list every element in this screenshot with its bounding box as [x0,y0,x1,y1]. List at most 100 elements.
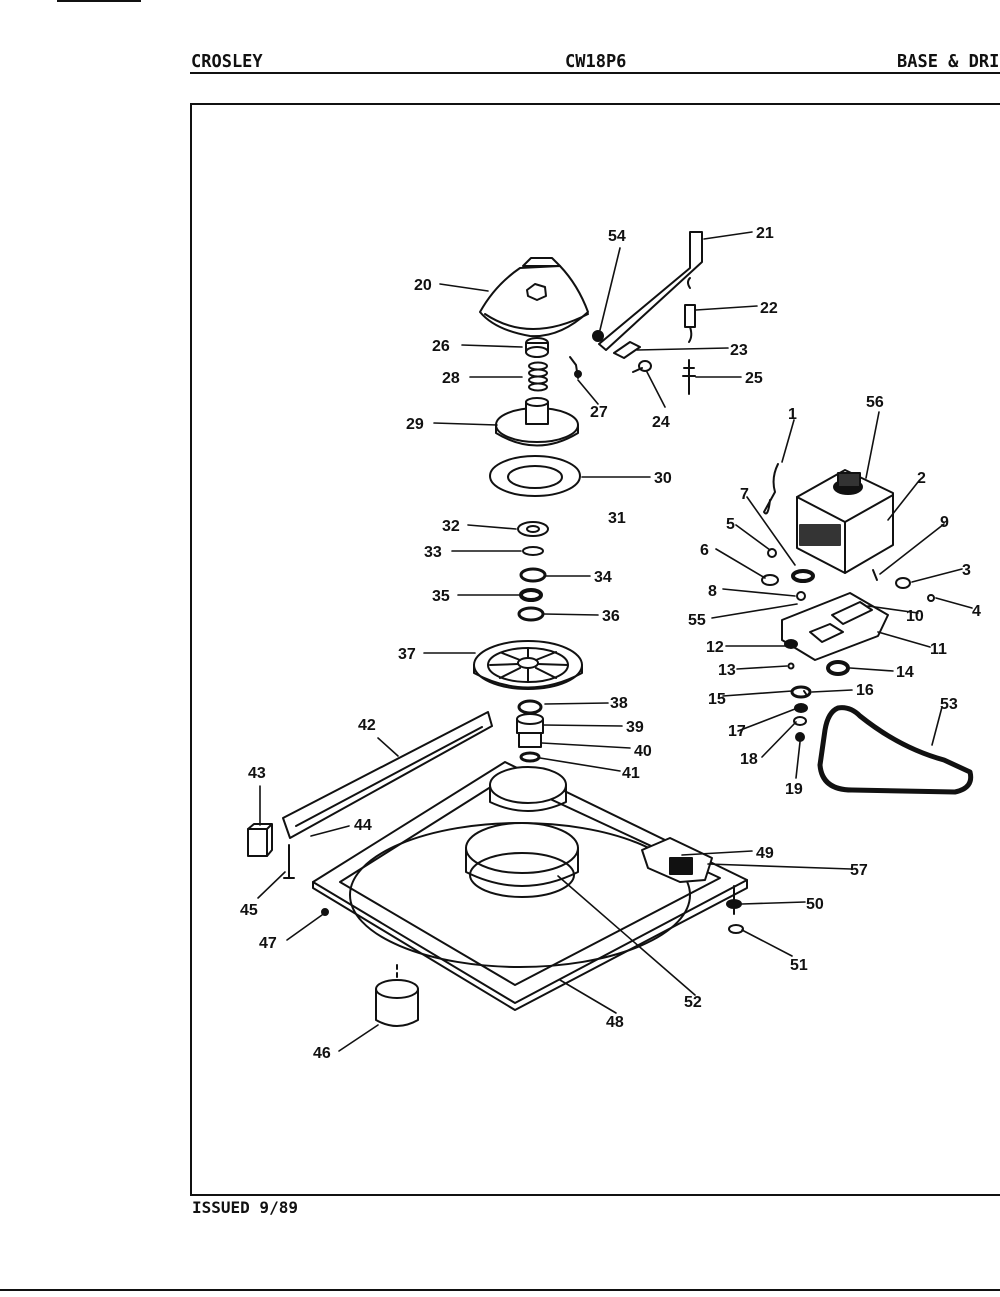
callout-26: 26 [432,338,450,355]
part-drive-belt [817,705,974,795]
part-washer-6 [761,574,779,586]
part-agitator-cap [479,257,589,338]
callout-52: 52 [684,994,702,1011]
part-seals-34-36 [517,567,547,622]
callout-51: 51 [790,957,808,974]
callout-41: 41 [622,765,640,782]
diagram-frame [190,103,1000,1196]
header-rule [190,72,1000,74]
callout-46: 46 [313,1045,331,1062]
callout-56: 56 [866,394,884,411]
callout-1: 1 [788,406,797,423]
part-nut-3 [895,577,911,589]
callout-12: 12 [706,639,724,656]
part-clutch-hub [495,397,579,447]
callout-23: 23 [730,342,748,359]
callout-14: 14 [896,664,914,681]
part-spring [528,361,548,392]
callout-20: 20 [414,277,432,294]
part-screw-5 [767,548,777,558]
callout-7: 7 [740,486,749,503]
part-bracket-23 [613,341,641,359]
callout-57: 57 [850,862,868,879]
part-screw-4 [927,594,935,602]
top-left-rule [57,0,141,2]
part-pin-9 [872,569,878,581]
callout-15: 15 [708,691,726,708]
callout-19: 19 [785,781,803,798]
callout-6: 6 [700,542,709,559]
part-bushing-26 [525,337,549,358]
callout-47: 47 [259,935,277,952]
part-foot-46 [375,964,419,1027]
callout-34: 34 [594,569,612,586]
callout-2: 2 [917,470,926,487]
callout-37: 37 [398,646,416,663]
callout-33: 33 [424,544,442,561]
callout-27: 27 [590,404,608,421]
callout-44: 44 [354,817,372,834]
leader-lines [257,231,973,1052]
part-spring-22 [684,277,696,343]
bottom-rule [0,1289,1000,1291]
callout-29: 29 [406,416,424,433]
part-flange [489,455,581,497]
issued-date: ISSUED 9/89 [192,1198,298,1217]
callout-17: 17 [728,723,746,740]
callout-43: 43 [248,765,266,782]
brand-label: CROSLEY [191,51,263,73]
callout-28: 28 [442,370,460,387]
callout-36: 36 [602,608,620,625]
callout-54: 54 [608,228,626,245]
callout-8: 8 [708,583,717,600]
callout-25: 25 [745,370,763,387]
callout-38: 38 [610,695,628,712]
callout-35: 35 [432,588,450,605]
callout-49: 49 [756,845,774,862]
part-rail-42 [282,711,493,839]
part-brake-arm [592,231,703,351]
part-bolt-45 [283,844,295,879]
part-shaft-stack [516,699,544,763]
callout-30: 30 [654,470,672,487]
callout-13: 13 [718,662,736,679]
callout-22: 22 [760,300,778,317]
section-title: BASE & DRIVE [897,51,1000,73]
part-fitting-25 [682,359,696,395]
part-pulley [473,640,583,690]
part-washer-32 [517,521,549,537]
callout-16: 16 [856,682,874,699]
callout-9: 9 [940,514,949,531]
callout-53: 53 [940,696,958,713]
part-wire-1 [763,463,779,515]
callout-48: 48 [606,1014,624,1031]
callout-39: 39 [626,719,644,736]
callout-4: 4 [972,603,981,620]
part-motor-pulley [791,569,815,601]
callout-5: 5 [726,516,735,533]
callout-55: 55 [688,612,706,629]
callout-21: 21 [756,225,774,242]
part-base-plate [312,761,748,1011]
part-ring-33 [522,546,544,556]
callout-42: 42 [358,717,376,734]
part-mount-hardware [784,639,850,742]
part-pin-24 [632,360,652,373]
part-motor-mount [781,592,889,661]
callout-40: 40 [634,743,652,760]
model-number: CW18P6 [565,51,627,73]
callout-45: 45 [240,902,258,919]
callout-11: 11 [930,641,947,658]
callout-31: 31 [608,510,626,527]
callout-3: 3 [962,562,971,579]
callout-18: 18 [740,751,758,768]
part-block-43 [247,823,273,857]
callout-50: 50 [806,896,824,913]
callout-24: 24 [652,414,670,431]
part-motor [796,469,894,574]
part-screw-47 [321,908,329,916]
part-hardware-50-51 [726,885,744,934]
callout-10: 10 [906,608,924,625]
callout-32: 32 [442,518,460,535]
